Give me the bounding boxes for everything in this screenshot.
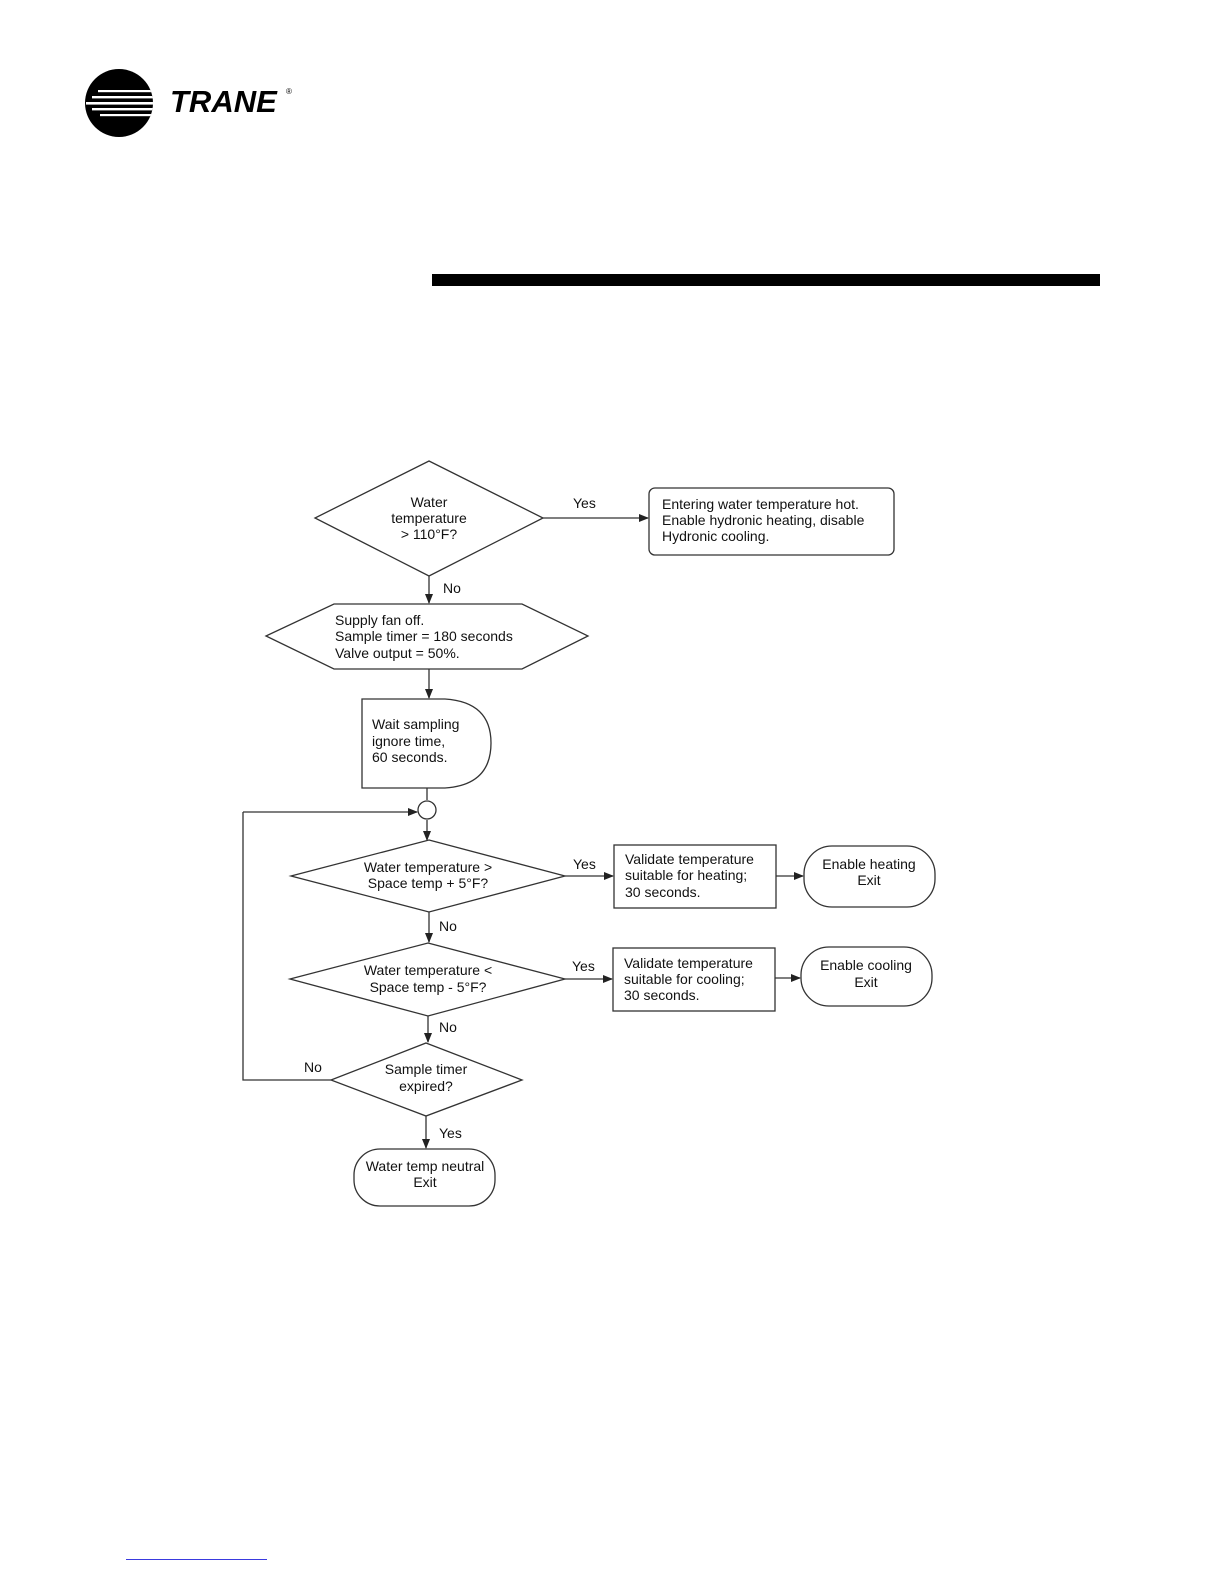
hot-line-2: Enable hydronic heating, disable [662, 512, 865, 528]
cool-line-1: Validate temperature [624, 955, 753, 971]
prep-line-2: Sample timer = 180 seconds [335, 628, 513, 644]
trademark-symbol: ® [286, 87, 292, 96]
cool-line-2: suitable for cooling; [624, 971, 745, 987]
decision-water-temp-110: Water temperature > 110°F? [313, 460, 545, 577]
decision-3-no-label: No [439, 1019, 457, 1035]
footer-link-underline[interactable] [126, 1559, 267, 1560]
heat-line-3: 30 seconds. [625, 884, 701, 900]
decision-2-line-1: Water temperature > [364, 859, 492, 875]
edge-d4-no-loop [242, 812, 331, 1081]
decision-2-yes-label: Yes [573, 856, 596, 872]
heat-line-2: suitable for heating; [625, 867, 747, 883]
hot-line-3: Hydronic cooling. [662, 528, 769, 544]
terminator-enable-heating: Enable heating Exit [803, 845, 936, 908]
decision-4-yes-label: Yes [439, 1125, 462, 1141]
trane-logo: TRANE ® [85, 69, 292, 137]
terminator-enable-cooling: Enable cooling Exit [800, 946, 933, 1007]
decision-2-no-label: No [439, 918, 457, 934]
decision-3-line-1: Water temperature < [364, 962, 492, 978]
brand-wordmark: TRANE [170, 84, 278, 119]
cool-term-line-2: Exit [854, 974, 877, 990]
delay-line-2: ignore time, [372, 733, 445, 749]
prep-line-3: Valve output = 50%. [335, 645, 460, 661]
hot-line-1: Entering water temperature hot. [662, 496, 859, 512]
decision-2-line-2: Space temp + 5°F? [368, 875, 489, 891]
decision-1-line-3: > 110°F? [401, 526, 458, 542]
delay-wait-sampling: Wait sampling ignore time, 60 seconds. [361, 698, 492, 789]
neutral-line-1: Water temp neutral [366, 1158, 485, 1174]
cool-term-line-1: Enable cooling [820, 957, 912, 973]
process-water-hot: Entering water temperature hot. Enable h… [648, 487, 895, 556]
prep-line-1: Supply fan off. [335, 612, 424, 628]
decision-1-no-label: No [443, 580, 461, 596]
cool-line-3: 30 seconds. [624, 987, 700, 1003]
process-validate-cooling: Validate temperature suitable for coolin… [612, 947, 776, 1012]
connectors [242, 514, 804, 1149]
process-validate-heating: Validate temperature suitable for heatin… [613, 844, 777, 909]
heat-line-1: Validate temperature [625, 851, 754, 867]
delay-line-3: 60 seconds. [372, 749, 448, 765]
decision-3-yes-label: Yes [572, 958, 595, 974]
trane-globe-icon [85, 69, 153, 137]
decision-3-line-2: Space temp - 5°F? [370, 979, 487, 995]
decision-4-line-2: expired? [399, 1078, 453, 1094]
delay-line-1: Wait sampling [372, 716, 459, 732]
decision-heating: Water temperature > Space temp + 5°F? [288, 839, 568, 913]
heat-term-line-1: Enable heating [822, 856, 915, 872]
neutral-line-2: Exit [413, 1174, 436, 1190]
decision-cooling: Water temperature < Space temp - 5°F? [287, 942, 568, 1017]
decision-1-line-2: temperature [391, 510, 467, 526]
decision-1-line-1: Water [411, 494, 448, 510]
decision-1-yes-label: Yes [573, 495, 596, 511]
terminator-water-temp-neutral: Water temp neutral Exit [353, 1148, 496, 1207]
decision-4-line-1: Sample timer [385, 1061, 468, 1077]
heat-term-line-2: Exit [857, 872, 880, 888]
loop-junction [417, 800, 437, 820]
decision-4-no-label: No [304, 1059, 322, 1075]
preparation-supply-fan-off: Supply fan off. Sample timer = 180 secon… [264, 603, 590, 670]
decision-sample-timer: Sample timer expired? [329, 1042, 524, 1117]
header-rule [432, 274, 1100, 286]
